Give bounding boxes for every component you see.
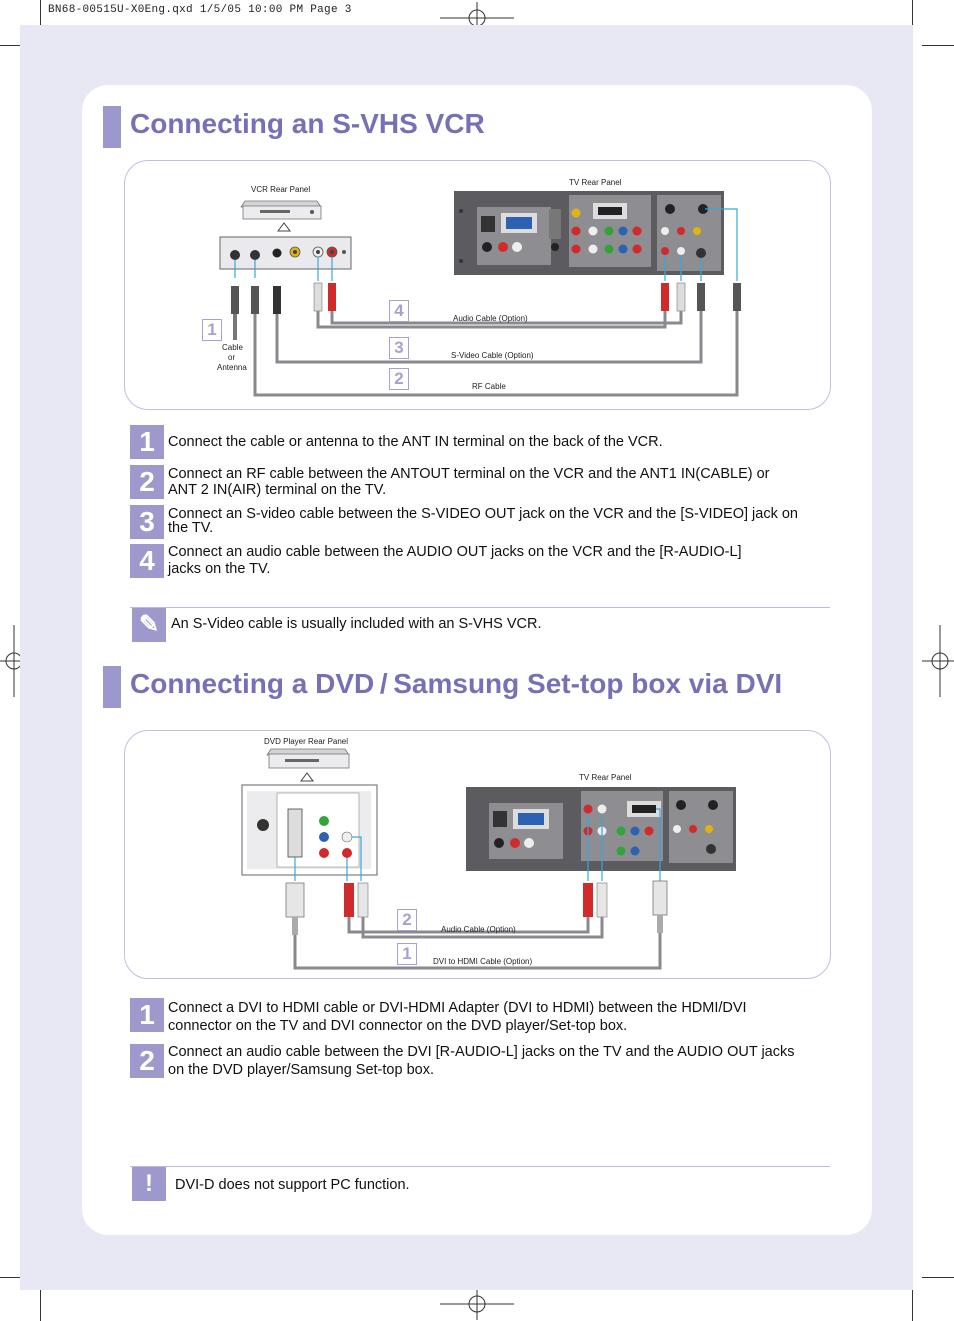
step-number: 4 bbox=[130, 544, 164, 578]
tv-rear-panel-label: TV Rear Panel bbox=[569, 178, 622, 187]
step-text-line2: on the DVD player/Samsung Set-top box. bbox=[168, 1062, 434, 1078]
section-bar bbox=[103, 106, 121, 148]
cable-label-dvi: DVI to HDMI Cable (Option) bbox=[433, 957, 533, 966]
note-divider bbox=[130, 1166, 830, 1167]
step-text-line1: Connect a DVI to HDMI cable or DVI-HDMI … bbox=[168, 1000, 747, 1016]
cable-number-audio-2: 2 bbox=[397, 909, 417, 931]
crop-mark bbox=[40, 1288, 41, 1321]
step-number: 2 bbox=[130, 465, 164, 499]
cable-number-dvi: 1 bbox=[397, 943, 417, 965]
pencil-note-icon: ✎ bbox=[132, 608, 166, 642]
step-text-line2: ANT 2 IN(AIR) terminal on the TV. bbox=[168, 482, 387, 498]
section-title-dvi: Connecting a DVD / Samsung Set-top box v… bbox=[130, 668, 783, 699]
crop-mark bbox=[922, 1277, 954, 1278]
step-text: Connect the cable or antenna to the ANT … bbox=[168, 434, 663, 450]
dvd-player-icon bbox=[266, 748, 350, 769]
antenna-label-2: or bbox=[228, 353, 236, 362]
crop-mark bbox=[40, 0, 41, 34]
tv-rear-panel-label-2: TV Rear Panel bbox=[579, 773, 632, 782]
antenna-label-1: Cable bbox=[222, 343, 243, 352]
note-text-dvi: DVI-D does not support PC function. bbox=[175, 1177, 410, 1193]
cable-number-audio: 4 bbox=[389, 300, 409, 322]
step-text-line1: Connect an S-video cable between the S-V… bbox=[168, 506, 798, 522]
section-bar bbox=[103, 666, 121, 708]
step-text-line2: the TV. bbox=[168, 520, 214, 536]
dvd-rear-panel bbox=[241, 784, 378, 876]
crop-mark bbox=[922, 45, 954, 46]
crop-mark bbox=[0, 1277, 30, 1278]
cable-label-audio: Audio Cable (Option) bbox=[453, 314, 528, 323]
tv-rear-panel-2 bbox=[466, 787, 736, 871]
svhs-connection-drawing bbox=[219, 191, 741, 397]
step-text-line1: Connect an audio cable between the AUDIO… bbox=[168, 544, 742, 560]
cable-number-rf: 2 bbox=[389, 368, 409, 390]
tv-rear-panel bbox=[454, 191, 724, 275]
tv-side-plugs bbox=[661, 282, 741, 312]
cable-label-audio-2: Audio Cable (Option) bbox=[441, 925, 516, 934]
registration-mark-right bbox=[922, 625, 954, 697]
note-text-svhs: An S-Video cable is usually included wit… bbox=[171, 616, 542, 632]
vcr-side-plugs bbox=[231, 282, 336, 340]
cable-label-rf: RF Cable bbox=[472, 382, 506, 391]
crop-mark bbox=[912, 1288, 913, 1321]
dvi-side-plugs bbox=[285, 882, 369, 935]
step-text-line2: jacks on the TV. bbox=[168, 561, 271, 577]
crop-mark bbox=[912, 0, 913, 34]
dvd-rear-panel-label: DVD Player Rear Panel bbox=[264, 737, 349, 746]
registration-mark-bottom bbox=[440, 1288, 514, 1320]
step-text-line1: Connect an audio cable between the DVI [… bbox=[168, 1044, 795, 1060]
step-number: 1 bbox=[130, 425, 164, 459]
antenna-step-number: 1 bbox=[202, 319, 222, 341]
vcr-rear-panel-label: VCR Rear Panel bbox=[251, 185, 311, 194]
step-number: 1 bbox=[130, 998, 164, 1032]
note-divider bbox=[130, 607, 830, 608]
cable-number-svideo: 3 bbox=[389, 337, 409, 359]
cable-label-svideo: S-Video Cable (Option) bbox=[451, 351, 534, 360]
section-title-svhs: Connecting an S-VHS VCR bbox=[130, 108, 485, 139]
file-info-header: BN68-00515U-X0Eng.qxd 1/5/05 10:00 PM Pa… bbox=[48, 4, 352, 16]
dvi-connection-drawing bbox=[241, 748, 736, 970]
vcr-rear-panel bbox=[219, 236, 352, 270]
crop-mark bbox=[0, 45, 30, 46]
step-text-line2: connector on the TV and DVI connector on… bbox=[168, 1018, 628, 1034]
step-number: 2 bbox=[130, 1044, 164, 1078]
tv-side-plugs-2 bbox=[583, 880, 668, 933]
antenna-label-3: Antenna bbox=[217, 363, 247, 372]
step-text-line1: Connect an RF cable between the ANTOUT t… bbox=[168, 466, 770, 482]
step-number: 3 bbox=[130, 505, 164, 539]
vcr-icon bbox=[240, 200, 322, 220]
warning-exclamation-icon: ! bbox=[132, 1167, 166, 1201]
